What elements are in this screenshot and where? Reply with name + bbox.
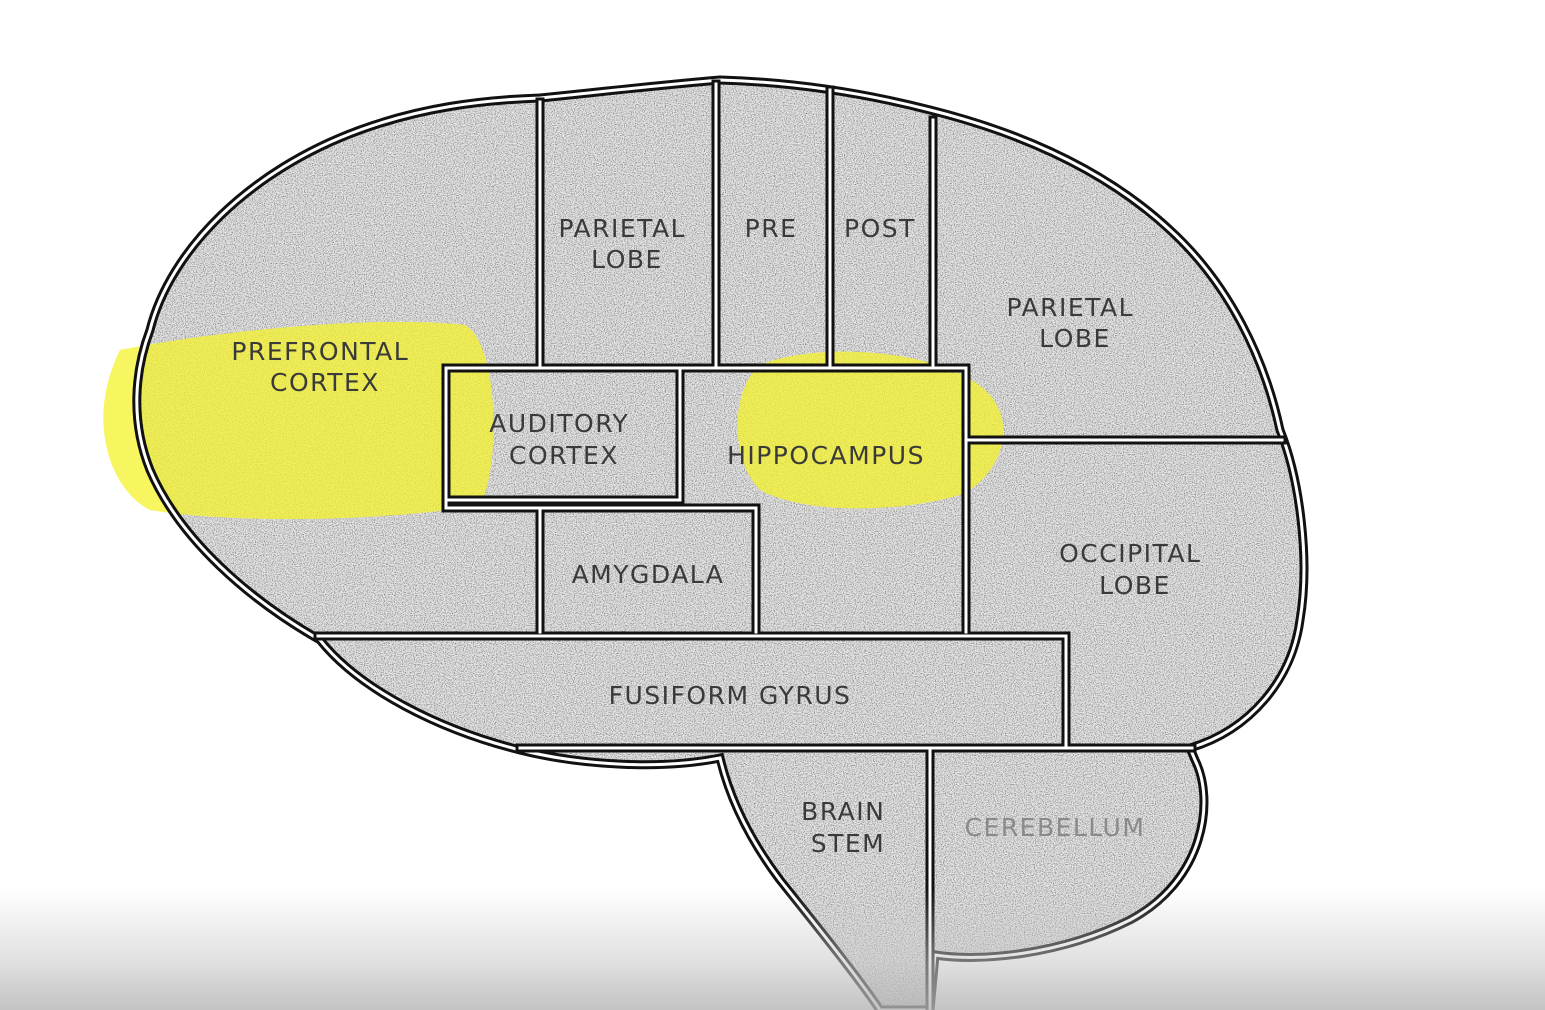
prefrontal-highlight xyxy=(103,321,494,520)
label-parietal-lobe-top: PARIETAL LOBE xyxy=(559,214,696,274)
label-hippocampus: HIPPOCAMPUS xyxy=(727,441,925,470)
label-fusiform-gyrus: FUSIFORM GYRUS xyxy=(609,681,852,710)
label-occipital-lobe: OCCIPITAL LOBE xyxy=(1059,539,1211,600)
label-pre: PRE xyxy=(745,214,798,243)
label-parietal-lobe-right: PARIETAL LOBE xyxy=(1007,293,1144,353)
highlight-marks xyxy=(103,321,1004,520)
label-auditory-cortex: AUDITORY CORTEX xyxy=(489,409,638,470)
region-dividers xyxy=(313,79,1287,1010)
region-labels: PREFRONTAL CORTEX PARIETAL LOBE PRE POST… xyxy=(231,214,1211,858)
label-prefrontal-cortex: PREFRONTAL CORTEX xyxy=(231,337,418,397)
label-cerebellum: CEREBELLUM xyxy=(965,813,1146,842)
hippocampus-highlight xyxy=(737,351,1004,509)
label-post: POST xyxy=(844,214,916,243)
label-amygdala: AMYGDALA xyxy=(572,560,725,589)
label-brain-stem: BRAIN STEM xyxy=(801,797,895,858)
